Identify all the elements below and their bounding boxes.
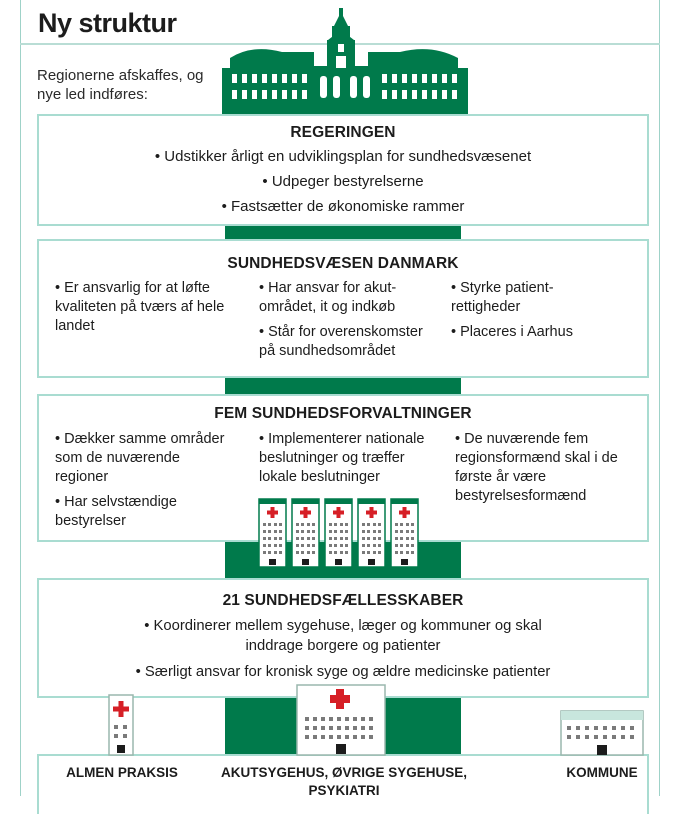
kommune-label: KOMMUNE: [566, 765, 638, 780]
almen-praksis-building-icon: [108, 694, 134, 756]
akutsygehus-building-icon: [296, 684, 386, 756]
akutsygehus-label: AKUTSYGEHUS, ØVRIGE SYGEHUSE, PSYKIATRI: [210, 764, 478, 800]
intro-text: Regionerne afskaffes, og nye led indføre…: [37, 67, 204, 103]
regeringen-heading: REGERINGEN: [290, 124, 396, 141]
parliament-building-illustration: [222, 8, 468, 116]
sundhedsvaesen-item: • Er ansvarlig for at løfte kvaliteten p…: [55, 280, 225, 334]
page-title: Ny struktur: [38, 8, 177, 38]
forvaltninger-item: • Har selvstændige bestyrelser: [55, 494, 177, 529]
forvaltninger-item: • De nuværende fem regionsformænd skal i…: [455, 431, 618, 504]
infographic-frame: [20, 0, 660, 796]
forvaltninger-heading: FEM SUNDHEDSFORVALTNINGER: [214, 405, 472, 422]
connector-sundhedsvaesen-forvaltninger: [225, 376, 461, 394]
forvaltninger-item: • Dækker samme områder som de nuværende …: [55, 431, 225, 485]
faellesskaber-item: • Særligt ansvar for kronisk syge og æld…: [135, 664, 551, 680]
kommune-building-icon: [560, 710, 644, 756]
forvaltninger-item: • Implementerer nationale beslutninger o…: [259, 431, 425, 485]
sundhedsvaesen-heading: SUNDHEDSVÆSEN DANMARK: [227, 255, 459, 272]
akutsygehus-label-line2: PSYKIATRI: [308, 783, 380, 798]
faellesskaber-box: 21 SUNDHEDSFÆLLESSKABER • Koordinerer me…: [37, 578, 649, 698]
regeringen-box: REGERINGEN • Udstikker årligt en udvikli…: [37, 114, 649, 226]
sundhedsvaesen-item: • Står for overenskomster på sundhedsomr…: [259, 324, 423, 359]
almen-praksis-label: ALMEN PRAKSIS: [66, 765, 178, 780]
regeringen-item: • Fastsætter de økonomiske rammer: [221, 198, 465, 215]
sundhedsvaesen-item: • Styrke patient-rettigheder: [451, 280, 554, 315]
regeringen-item: • Udstikker årligt en udviklingsplan for…: [154, 148, 532, 165]
faellesskaber-heading: 21 SUNDHEDSFÆLLESSKABER: [222, 592, 464, 609]
faellesskaber-item: • Koordinerer mellem sygehuse, læger og …: [144, 618, 542, 654]
akutsygehus-label-line1: AKUTSYGEHUS, ØVRIGE SYGEHUSE,: [220, 765, 468, 780]
sundhedsvaesen-box: SUNDHEDSVÆSEN DANMARK • Er ansvarlig for…: [37, 239, 649, 378]
sundhedsvaesen-item: • Har ansvar for akut-området, it og ind…: [259, 280, 397, 315]
connector-regeringen-sundhedsvaesen: [225, 224, 461, 240]
regeringen-item: • Udpeger bestyrelserne: [262, 173, 424, 190]
sundhedsvaesen-item: • Placeres i Aarhus: [451, 324, 573, 340]
five-hospitals-illustration: [258, 498, 419, 568]
